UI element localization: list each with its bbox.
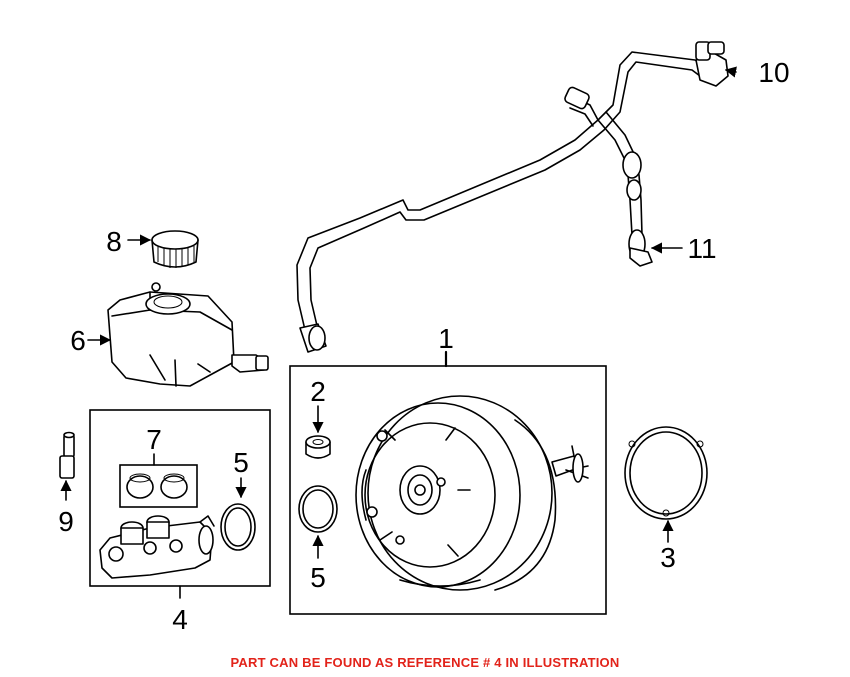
check-valve-grommet — [305, 435, 331, 459]
callout-4: 4 — [172, 604, 188, 635]
callout-9: 9 — [58, 506, 74, 537]
callout-8: 8 — [106, 226, 122, 257]
callout-2: 2 — [310, 376, 326, 407]
callout-10: 10 — [758, 57, 789, 88]
callout-5-right: 5 — [310, 562, 326, 593]
callout-1: 1 — [438, 323, 454, 354]
booster-gasket — [624, 426, 708, 520]
seal-grommets — [119, 464, 198, 508]
callout-7: 7 — [146, 424, 162, 455]
vacuum-hose-assembly — [296, 41, 729, 353]
o-ring-gasket — [298, 485, 338, 533]
reference-note: PART CAN BE FOUND AS REFERENCE # 4 IN IL… — [230, 655, 620, 670]
callout-6: 6 — [70, 325, 86, 356]
leader-lines — [60, 66, 737, 599]
level-sensor — [59, 431, 75, 479]
brake-booster — [355, 395, 589, 591]
master-cylinder — [99, 515, 215, 579]
callout-5-left: 5 — [233, 447, 249, 478]
o-ring-seal — [220, 503, 256, 551]
fluid-reservoir — [107, 282, 269, 387]
callout-11: 11 — [687, 233, 716, 264]
item-1-group-box — [289, 365, 607, 615]
callout-3: 3 — [660, 542, 676, 573]
reservoir-cap — [151, 230, 199, 268]
